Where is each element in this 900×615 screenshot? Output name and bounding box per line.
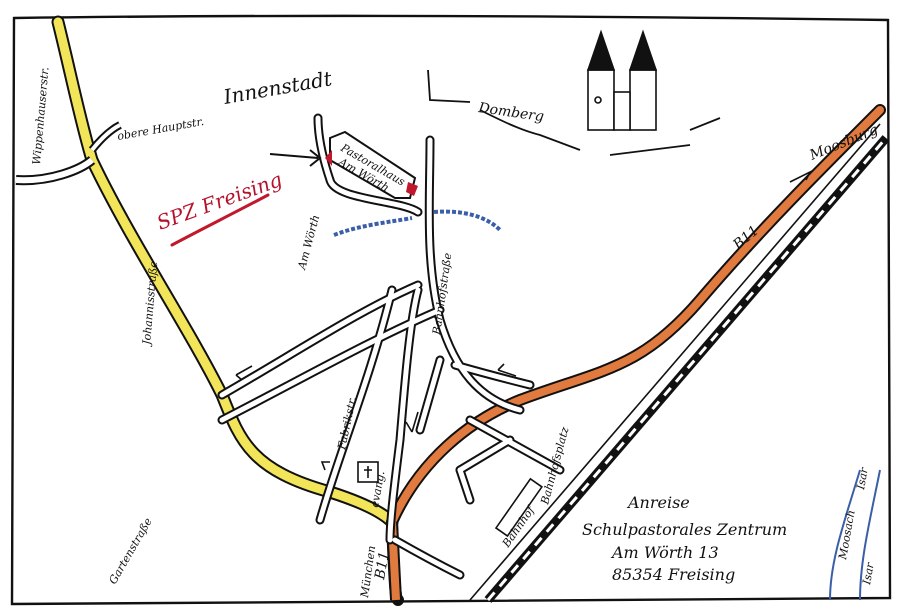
label-spz-freising: SPZ Freising: [154, 167, 286, 235]
street-am-woerth: Am Wörth: [295, 213, 322, 271]
pastoralhaus-building: [325, 130, 418, 199]
domberg-outline: [427, 69, 721, 156]
river-isar: [829, 469, 881, 601]
river-label-isar-top: Isar: [854, 466, 871, 491]
cathedral-icon: [586, 29, 658, 131]
address-line1: Schulpastorales Zentrum: [582, 520, 787, 539]
address-line3: 85354 Freising: [612, 565, 735, 584]
river-label-moosach: Moosach: [836, 509, 858, 561]
church-icon: [357, 461, 379, 483]
address-line2: Am Wörth 13: [610, 543, 719, 562]
direction-arrows: [235, 170, 812, 471]
label-church: evang.: [368, 470, 387, 509]
street-bahnhofsplatz: Bahnhofsplatz: [538, 425, 571, 506]
map-border: [10, 14, 892, 606]
label-b11-bottom: B11: [372, 550, 393, 581]
station-building: [494, 477, 543, 538]
spz-highlight-underline: [170, 193, 270, 247]
pointer-arrow: [269, 149, 322, 167]
railway-line: [469, 123, 890, 603]
street-johannis: Johannisstraße: [140, 260, 160, 347]
river-moosach: [333, 209, 502, 237]
label-innenstadt: Innenstadt: [221, 66, 335, 109]
address-block: Anreise Schulpastorales Zentrum Am Wörth…: [582, 493, 787, 584]
river-label-isar-bottom: Isar: [860, 561, 877, 586]
street-obere-haupt: obere Hauptstr.: [116, 115, 205, 143]
street-wippenhauser: Wippenhauserstr.: [30, 66, 51, 165]
label-domberg: Domberg: [476, 100, 544, 125]
street-garten: Gartenstraße: [106, 515, 155, 586]
address-title: Anreise: [626, 493, 690, 512]
